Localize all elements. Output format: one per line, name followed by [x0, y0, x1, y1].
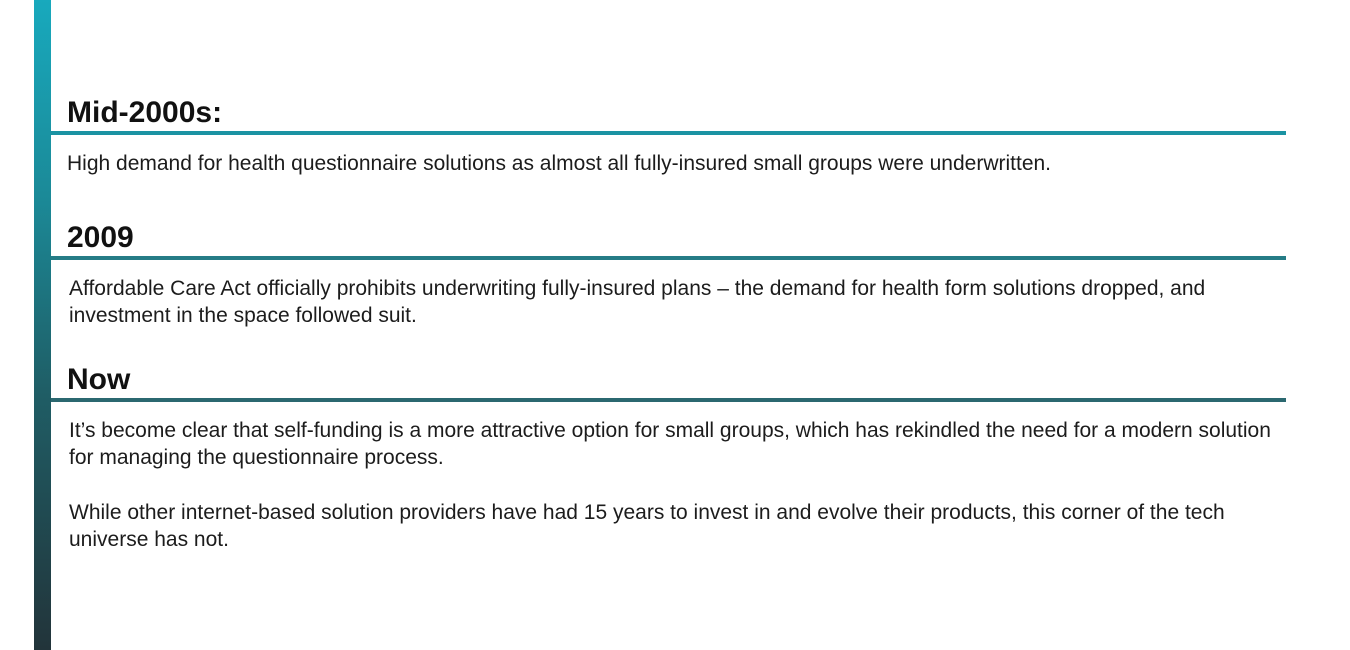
- section-heading: Mid-2000s:: [67, 96, 223, 129]
- section-heading: 2009: [67, 221, 134, 254]
- section-paragraph: Affordable Care Act officially prohibits…: [69, 277, 1206, 327]
- left-accent-bar: [34, 0, 51, 650]
- section-divider: [51, 256, 1286, 260]
- section-heading: Now: [67, 363, 131, 396]
- section-body: It’s become clear that self-funding is a…: [69, 417, 1284, 553]
- section-divider: [51, 131, 1286, 135]
- section-paragraph: High demand for health questionnaire sol…: [67, 152, 1052, 175]
- section-divider: [51, 398, 1286, 402]
- section-paragraph: While other internet-based solution prov…: [69, 501, 1225, 551]
- section-body: Affordable Care Act officially prohibits…: [69, 275, 1284, 329]
- section-body: High demand for health questionnaire sol…: [67, 150, 1282, 177]
- section-paragraph: It’s become clear that self-funding is a…: [69, 419, 1271, 469]
